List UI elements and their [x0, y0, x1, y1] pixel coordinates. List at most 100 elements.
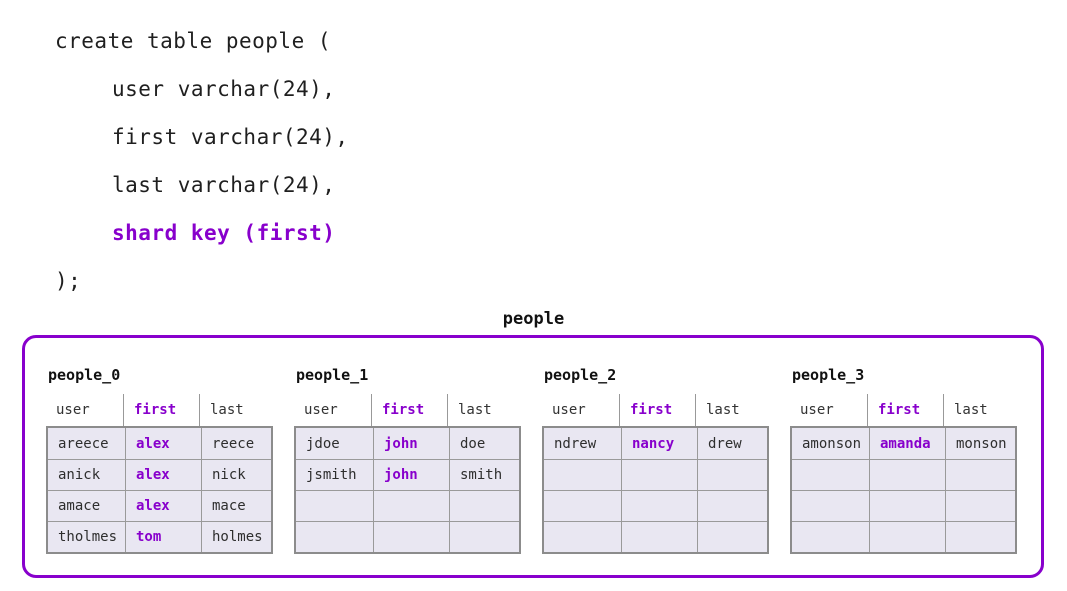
table-row [792, 521, 1015, 552]
cell-last [449, 522, 519, 552]
code-line-create: create table people ( [55, 29, 332, 53]
create-table-code: create table people ( user varchar(24), … [55, 17, 349, 305]
table-row [544, 459, 767, 490]
cell-first [869, 491, 945, 521]
cell-user [296, 522, 373, 552]
shard-name: people_2 [544, 366, 617, 384]
column-header-first: first [867, 394, 943, 426]
code-line-first-column: first varchar(24), [112, 125, 349, 149]
cell-first [373, 522, 449, 552]
column-header-first: first [123, 394, 199, 426]
cell-user [792, 522, 869, 552]
shard-name: people_1 [296, 366, 369, 384]
cell-last [945, 460, 1015, 490]
cell-user: ndrew [544, 428, 621, 459]
cell-first: john [373, 428, 449, 459]
cell-last [945, 522, 1015, 552]
column-header-user: user [800, 402, 834, 418]
cell-first: alex [125, 460, 201, 490]
cluster-title: people [502, 309, 565, 329]
column-header-last: last [199, 394, 273, 426]
cell-user [792, 491, 869, 521]
column-header-first: first [619, 394, 695, 426]
code-line-shard-key: shard key (first) [112, 221, 336, 245]
cell-user: amonson [792, 428, 869, 459]
shard-name: people_3 [792, 366, 865, 384]
table-row [544, 490, 767, 521]
cell-last [697, 522, 767, 552]
shard-name: people_0 [48, 366, 121, 384]
table-row [792, 490, 1015, 521]
cell-user: anick [48, 460, 125, 490]
table-row [544, 521, 767, 552]
cell-user [544, 522, 621, 552]
cell-last: drew [697, 428, 767, 459]
cell-user: jsmith [296, 460, 373, 490]
cell-user [296, 491, 373, 521]
cell-last: doe [449, 428, 519, 459]
code-line-last-column: last varchar(24), [112, 173, 336, 197]
cell-first: amanda [869, 428, 945, 459]
column-header-last: last [943, 394, 1017, 426]
cell-first [621, 491, 697, 521]
cell-first [621, 522, 697, 552]
column-header-user: user [552, 402, 586, 418]
cell-user: amace [48, 491, 125, 521]
cell-user [544, 491, 621, 521]
table-row [296, 521, 519, 552]
cell-last: smith [449, 460, 519, 490]
cell-user: jdoe [296, 428, 373, 459]
cell-first: tom [125, 522, 201, 552]
cell-first: alex [125, 428, 201, 459]
cell-first [869, 460, 945, 490]
code-line-close: ); [55, 269, 82, 293]
cell-first: alex [125, 491, 201, 521]
cell-user [792, 460, 869, 490]
table-row [792, 459, 1015, 490]
cell-last: holmes [201, 522, 271, 552]
code-line-user-column: user varchar(24), [112, 77, 336, 101]
cell-first [621, 460, 697, 490]
column-header-user: user [304, 402, 338, 418]
cell-last [697, 491, 767, 521]
column-header-last: last [695, 394, 769, 426]
cell-first [373, 491, 449, 521]
cell-first: nancy [621, 428, 697, 459]
column-header-first: first [371, 394, 447, 426]
cell-last [945, 491, 1015, 521]
column-header-user: user [56, 402, 90, 418]
cell-first: john [373, 460, 449, 490]
cell-user: areece [48, 428, 125, 459]
cell-first [869, 522, 945, 552]
cell-last [697, 460, 767, 490]
cell-last: monson [945, 428, 1015, 459]
cell-last: mace [201, 491, 271, 521]
column-header-last: last [447, 394, 521, 426]
cell-user: tholmes [48, 522, 125, 552]
cell-last [449, 491, 519, 521]
cell-user [544, 460, 621, 490]
cell-last: nick [201, 460, 271, 490]
cell-last: reece [201, 428, 271, 459]
table-row [296, 490, 519, 521]
